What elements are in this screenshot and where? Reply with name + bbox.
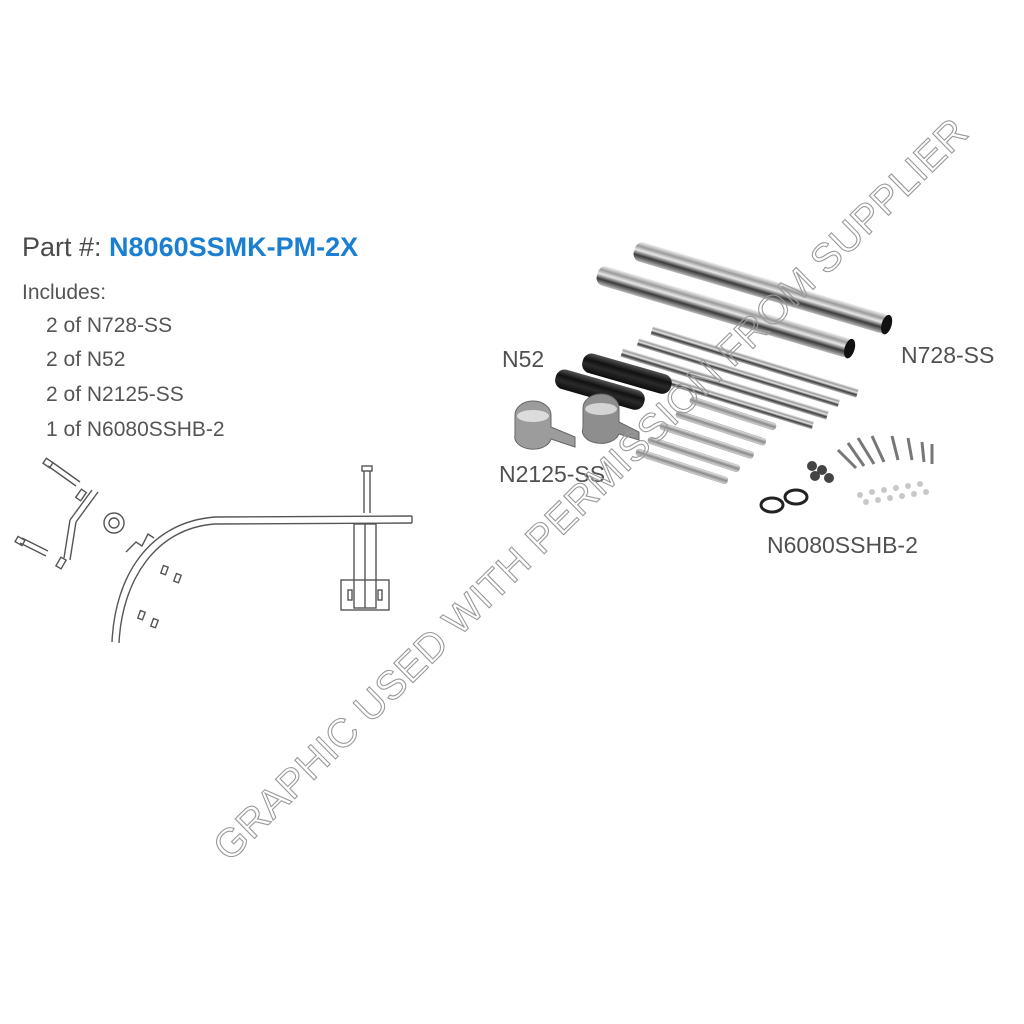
include-item: 1 of N6080SSHB-2	[46, 418, 225, 441]
part-heading: Part #: N8060SSMK-PM-2X	[22, 232, 358, 263]
part-number: N8060SSMK-PM-2X	[109, 232, 359, 262]
callout-n6080sshb-2: N6080SSHB-2	[767, 532, 918, 558]
bolt-icon	[42, 457, 81, 487]
callout-n2125-ss: N2125-SS	[499, 461, 606, 487]
include-item: 2 of N728-SS	[46, 314, 173, 337]
bolt-icon	[14, 535, 49, 557]
mount-line-drawing	[14, 457, 413, 644]
n728-tubes	[596, 242, 893, 359]
n2125-clamps	[514, 393, 640, 450]
straps	[635, 396, 777, 484]
n6080-hardware	[759, 435, 934, 514]
include-item: 2 of N52	[46, 348, 126, 371]
callout-n728-ss: N728-SS	[901, 342, 995, 368]
include-item: 2 of N2125-SS	[46, 383, 184, 406]
callout-n52: N52	[502, 346, 545, 372]
part-prefix: Part #:	[22, 232, 110, 262]
includes-label: Includes:	[22, 281, 107, 304]
n52-tubes	[555, 353, 672, 410]
